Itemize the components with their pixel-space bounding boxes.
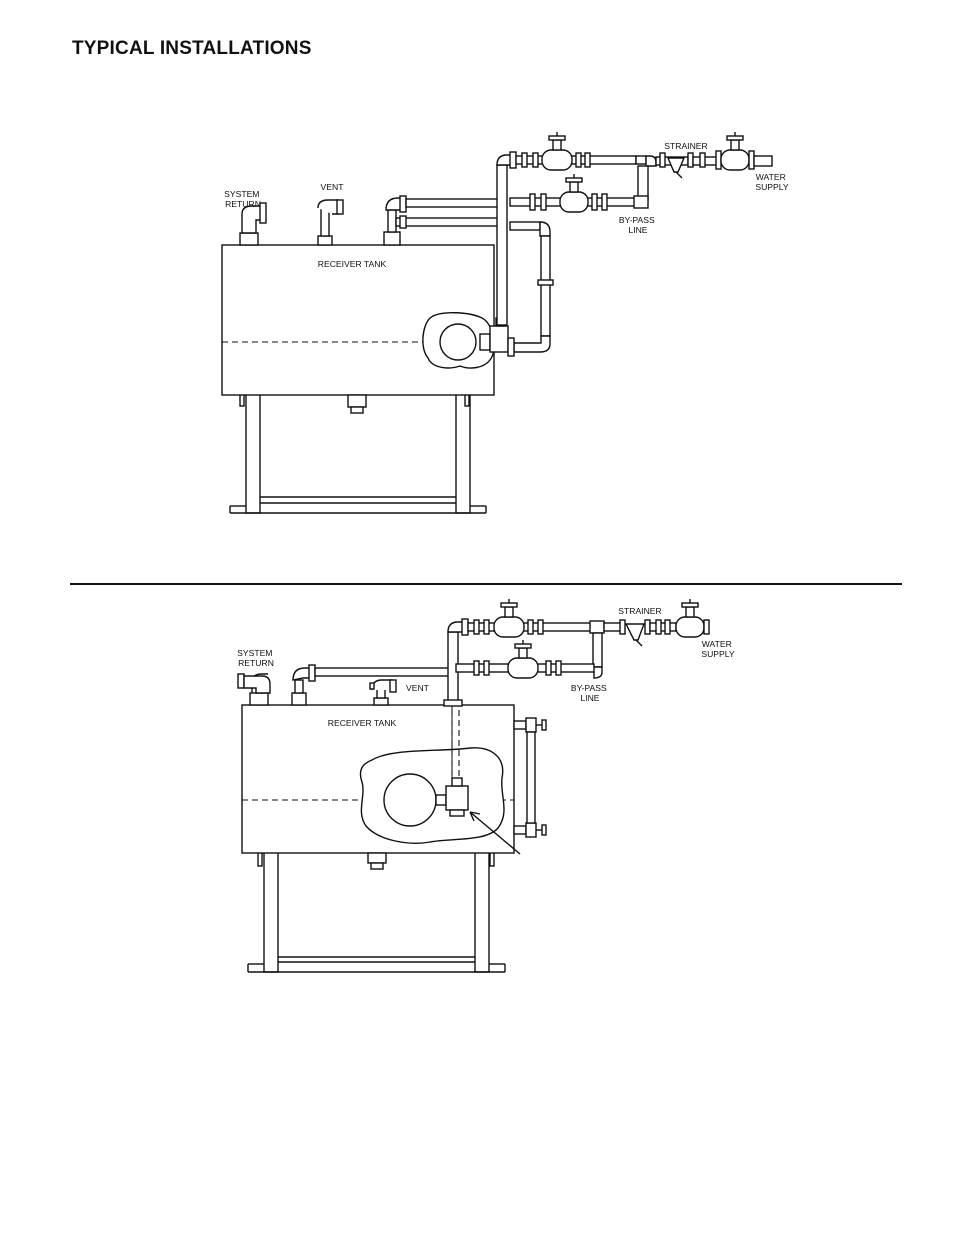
water-gauge (514, 718, 546, 837)
water-supply-label: WATER SUPPLY (755, 172, 789, 192)
system-return-fitting-2 (238, 674, 270, 705)
vent-fitting-2 (370, 680, 396, 705)
vent-label-2: VENT (406, 683, 430, 693)
supply-riser-2 (444, 619, 468, 706)
installation-diagram-2: SYSTEM RETURN VENT RECEIVER TANK STRAINE… (0, 590, 954, 990)
bypass-line-label: BY-PASS LINE (619, 215, 657, 235)
strainer-label: STRAINER (664, 141, 707, 151)
installation-diagram-1: SYSTEM RETURN VENT RECEIVER TANK STRAINE… (0, 0, 954, 580)
supply-line-upper (516, 132, 656, 170)
bypass-line (510, 166, 648, 212)
bypass-line-label-2: BY-PASS LINE (571, 683, 609, 703)
receiver-tank-label: RECEIVER TANK (318, 259, 387, 269)
bypass-line-2 (456, 633, 602, 678)
system-return-label-2: SYSTEM RETURN (237, 648, 275, 668)
strainer-label-2: STRAINER (618, 606, 661, 616)
tank-top-pipes (384, 196, 500, 245)
supply-line-upper-2 (468, 599, 604, 637)
vent-label: VENT (321, 182, 345, 192)
strainer (656, 132, 772, 178)
supply-riser (497, 152, 516, 325)
system-return-label: SYSTEM RETURN (224, 189, 262, 209)
system-return-fitting (240, 203, 266, 245)
loop-pipe (508, 222, 553, 356)
section-divider (70, 583, 902, 585)
vent-fitting (318, 200, 343, 245)
receiver-tank (222, 245, 508, 413)
receiver-tank-label-2: RECEIVER TANK (328, 718, 397, 728)
water-supply-label-2: WATER SUPPLY (701, 639, 735, 659)
